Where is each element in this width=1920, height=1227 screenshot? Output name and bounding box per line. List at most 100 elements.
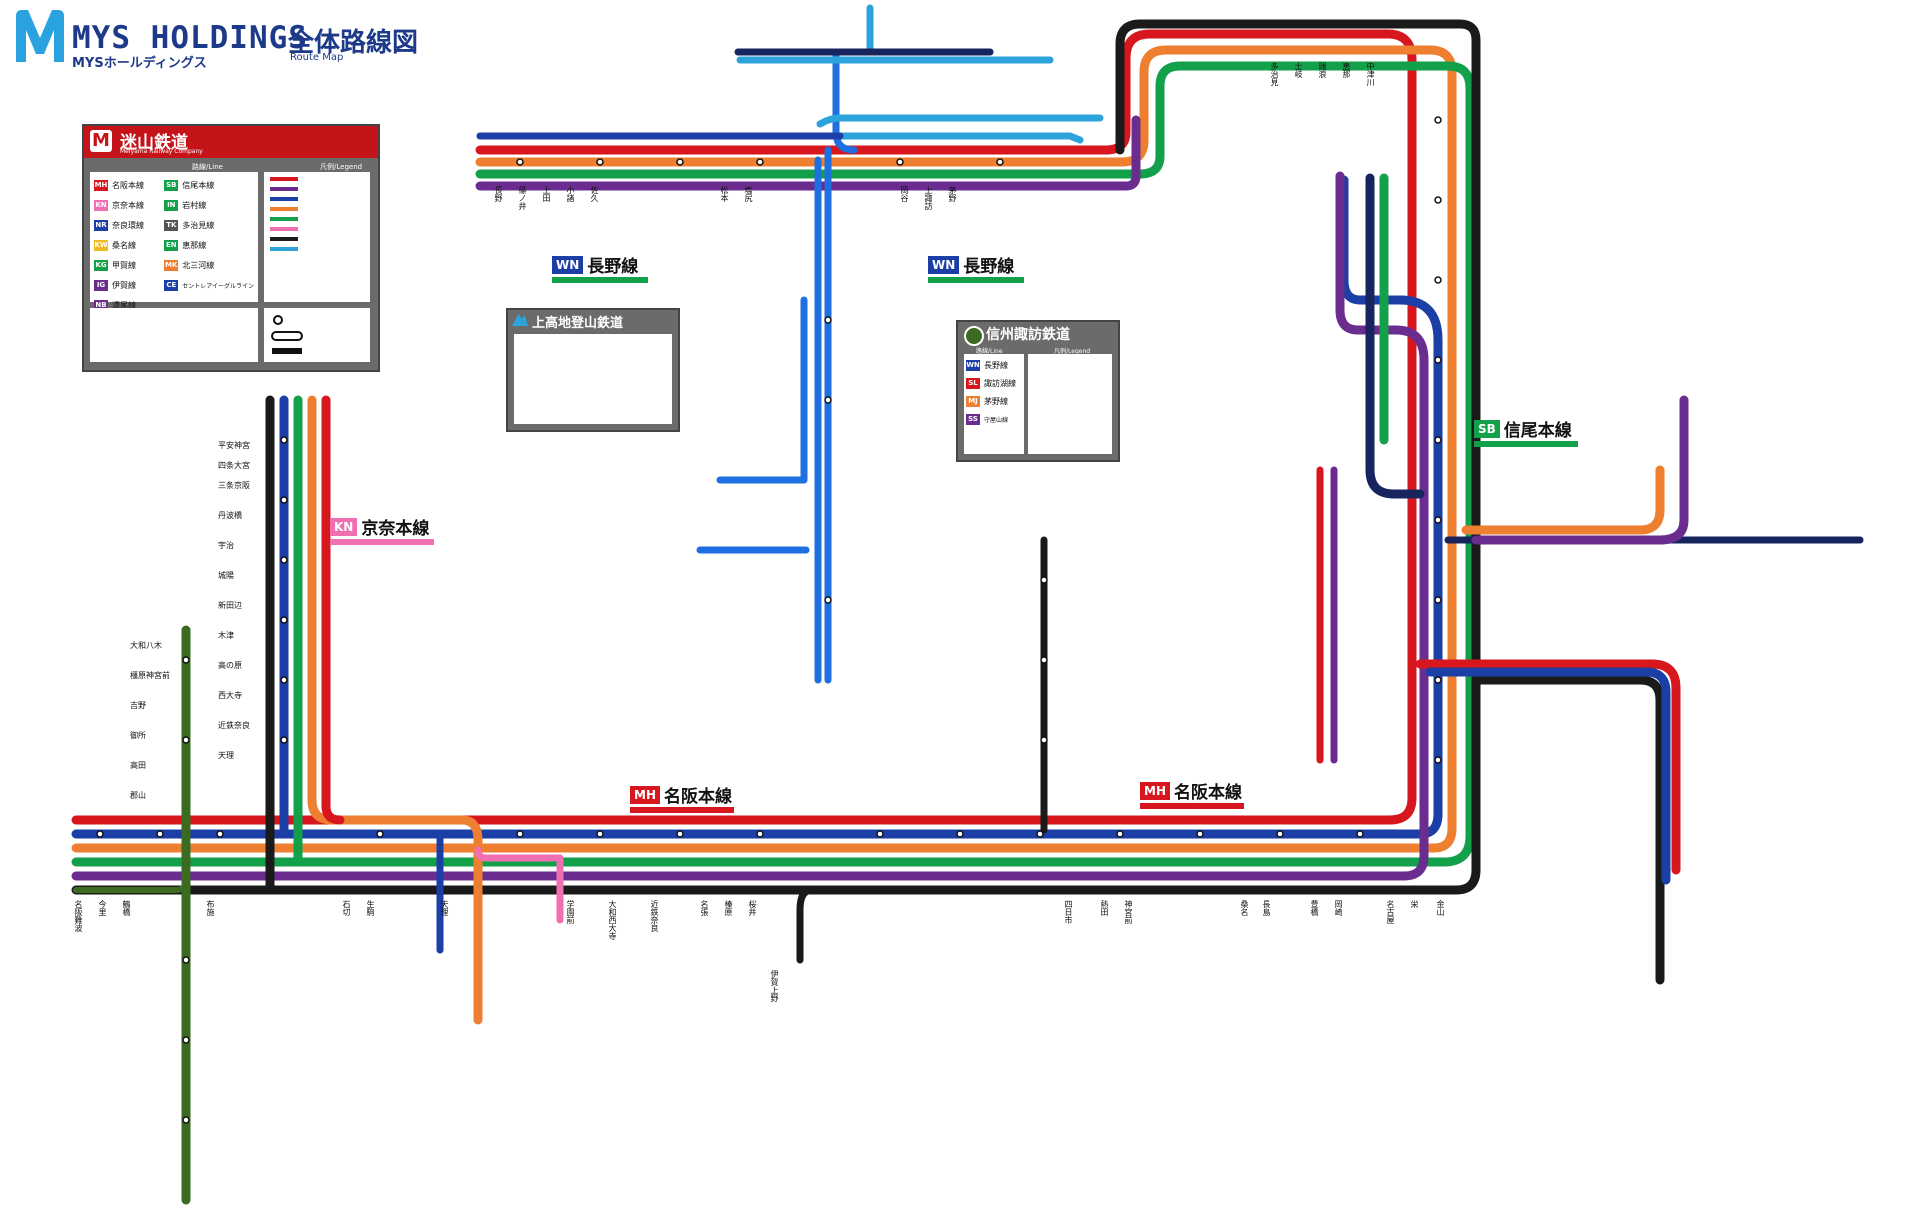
line-label-keina: KN 京奈本線 (330, 514, 434, 545)
station-label: 近鉄奈良 (650, 900, 659, 932)
station-label: 長島 (1262, 900, 1271, 916)
station-label: 金山 (1436, 900, 1445, 916)
station-label: 桑名 (1240, 900, 1249, 916)
station-label: 名阪難波 (74, 900, 83, 932)
station-label: 瑞浪 (1318, 62, 1327, 78)
line-orange (71, 45, 1457, 853)
station-label: 神宮前 (1124, 900, 1133, 924)
station-label: 高の原 (218, 661, 242, 670)
shinshu-logo-icon (964, 326, 984, 346)
legend-meiyama-title-en: Meiyama Railway Company (120, 148, 203, 155)
station-label: 長野 (494, 186, 503, 202)
station-label: 城陽 (218, 571, 234, 580)
line-chita-red (1415, 659, 1681, 875)
line-kn-red (321, 395, 345, 825)
station-label: 大和八木 (130, 641, 162, 650)
station-label: 松本 (720, 186, 729, 202)
station-label: 恵那 (1342, 62, 1351, 78)
legend-symbols-icon (271, 315, 303, 354)
station-label: 伊賀上野 (770, 970, 779, 1002)
line-label-nagano-east: WN 長野線 (928, 252, 1024, 283)
meiyama-logo-icon: M (90, 130, 112, 152)
station-label: 上諏訪 (924, 186, 933, 210)
station-label: 丹波橋 (218, 511, 242, 520)
station-label: 中津川 (1366, 62, 1375, 86)
station-label: 榛原 (724, 900, 733, 916)
line-kn-orange (307, 395, 483, 1025)
station-label: 桜井 (748, 900, 757, 916)
station-label: 布施 (206, 900, 215, 916)
station-label: 石切 (342, 900, 351, 916)
station-label: 天理 (440, 900, 449, 916)
station-label: 近鉄奈良 (218, 721, 250, 730)
station-label: 橿原神宮前 (130, 671, 170, 680)
line-pink (474, 846, 564, 924)
station-label: 豊橋 (1310, 900, 1319, 916)
brand-title: MYS HOLDINGS (72, 20, 308, 56)
line-kamikochi-sky (476, 4, 1104, 144)
legend-kamikochi-title: 上高地登山鉄道 (532, 316, 624, 331)
station-label: 西大寺 (218, 691, 242, 700)
shinshu-lines-header: 路線/Line (976, 348, 1003, 355)
brand-logo (16, 10, 64, 62)
line-black (71, 19, 1481, 895)
station-label: 名張 (700, 900, 709, 916)
station-label: 平安神宮 (218, 441, 250, 450)
brand-subtitle: MYSホールディングス (72, 56, 207, 71)
station-label: 郡山 (130, 791, 146, 800)
shinshu-legend-header: 凡例/Legend (1054, 348, 1091, 355)
line-kamikochi (696, 48, 858, 684)
line-minami-chita (1471, 675, 1665, 985)
station-label: 天理 (218, 751, 234, 760)
line-sb-orange (1461, 465, 1665, 535)
station-label: 四日市 (1064, 900, 1073, 924)
station-label: 茅野 (948, 186, 957, 202)
station-label: 鶴橋 (122, 900, 131, 916)
line-purple (71, 115, 1429, 881)
map-title: 全体路線図 (288, 28, 419, 58)
legend-meiyama-title: 迷山鉄道 (120, 133, 188, 153)
line-label-meihan-east: MH 名阪本線 (1140, 778, 1244, 809)
station-label: 岡崎 (1334, 900, 1343, 916)
line-green (71, 61, 1475, 867)
station-label: 吉野 (130, 701, 146, 710)
station-label: 岡谷 (900, 186, 909, 202)
station-label: 大和西大寺 (608, 900, 617, 940)
line-sb-purple (1471, 395, 1689, 545)
station-label: 高田 (130, 761, 146, 770)
legend-shinshu-title: 信州諏訪鉄道 (986, 327, 1070, 343)
station-label: 上田 (542, 186, 551, 202)
map-subtitle: Route Map (290, 52, 344, 63)
station-label: 篠ノ井 (518, 186, 527, 210)
legend-kamikochi: 上高地登山鉄道 (506, 308, 680, 432)
station-label: 四条大宮 (218, 461, 250, 470)
station-label: 今里 (98, 900, 107, 916)
line-iga (796, 886, 816, 964)
line-label-shinbi: SB 信尾本線 (1474, 416, 1578, 447)
station-label: 熱田 (1100, 900, 1109, 916)
line-label-nagano-west: WN 長野線 (552, 252, 648, 283)
line-label-meihan-west: MH 名阪本線 (630, 782, 734, 813)
line-kawachi-west (73, 877, 189, 893)
station-label: 塩尻 (744, 186, 753, 202)
station-label: 学園前 (566, 900, 575, 924)
line-mh-red (71, 29, 1417, 825)
station-label: 新田辺 (218, 601, 242, 610)
station-label: 多治見 (1270, 62, 1279, 86)
legend-legend-header: 凡例/Legend (320, 163, 363, 171)
line-sb-navy (1365, 173, 1425, 499)
